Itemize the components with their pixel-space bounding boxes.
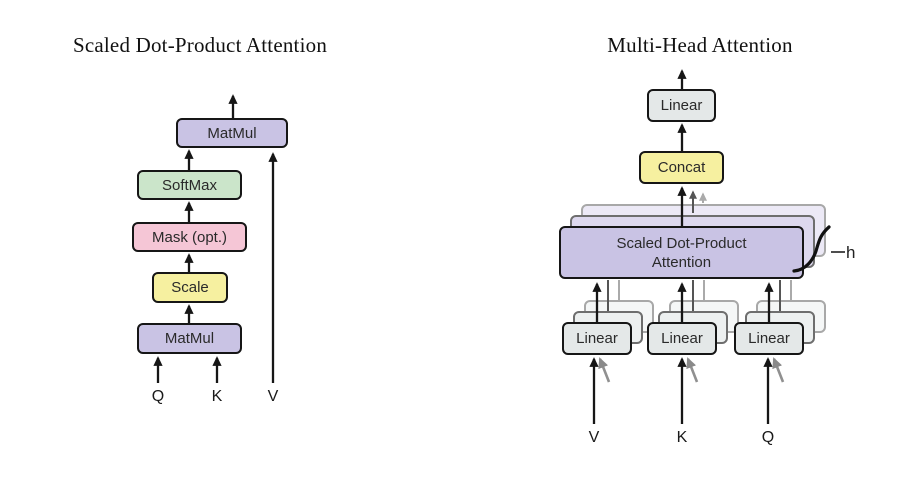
sdpa-box-line1: Scaled Dot-Product bbox=[616, 234, 747, 252]
matmul-top-box: MatMul bbox=[176, 118, 288, 148]
linear-q-box: Linear bbox=[734, 322, 804, 355]
sdpa-box-line2: Attention bbox=[651, 253, 712, 271]
right-diagram-title: Multi-Head Attention bbox=[607, 33, 793, 57]
linear-k-box: Linear bbox=[647, 322, 717, 355]
scale-box: Scale bbox=[152, 272, 228, 303]
k-input-label-right: K bbox=[676, 429, 688, 446]
left-diagram-title: Scaled Dot-Product Attention bbox=[72, 33, 328, 57]
v-arrow-shadow bbox=[598, 357, 611, 383]
v-input-label: V bbox=[267, 388, 279, 405]
linear-v-box: Linear bbox=[562, 322, 632, 355]
scaled-dot-product-attention-box: Scaled Dot-Product Attention bbox=[559, 226, 804, 279]
q-arrow-shadow bbox=[772, 357, 785, 383]
softmax-box: SoftMax bbox=[137, 170, 242, 200]
mask-box: Mask (opt.) bbox=[132, 222, 247, 252]
v-input-label-right: V bbox=[588, 429, 600, 446]
k-arrow-shadow bbox=[686, 357, 699, 383]
k-input-label: K bbox=[211, 388, 223, 405]
head-count-label: h bbox=[846, 243, 856, 262]
concat-box: Concat bbox=[639, 151, 724, 184]
q-input-label: Q bbox=[151, 388, 165, 405]
linear-output-box: Linear bbox=[647, 89, 716, 122]
matmul-bottom-box: MatMul bbox=[137, 323, 242, 354]
q-input-label-right: Q bbox=[761, 429, 775, 446]
